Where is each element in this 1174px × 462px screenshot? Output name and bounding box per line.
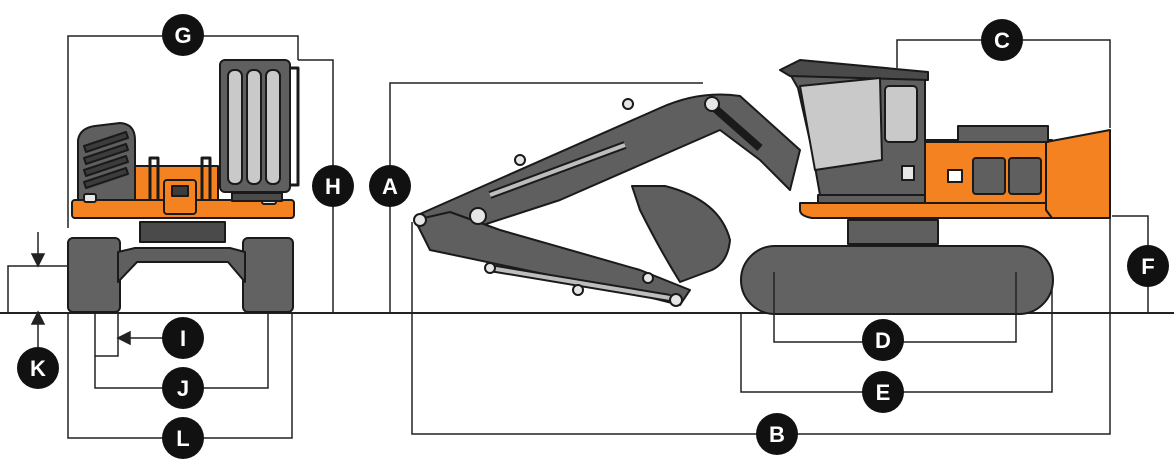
dim-H <box>298 59 334 313</box>
badge-F: F <box>1127 245 1169 287</box>
side-counterweight <box>1045 129 1111 219</box>
badge-I: I <box>162 317 204 359</box>
badge-C: C <box>981 19 1023 61</box>
svg-text:H: H <box>325 174 341 199</box>
side-stick-cylinder <box>707 100 763 152</box>
front-right-track <box>242 237 294 313</box>
svg-text:B: B <box>769 422 785 447</box>
front-undercarriage <box>117 247 246 283</box>
dim-I <box>94 313 119 357</box>
svg-text:G: G <box>174 23 191 48</box>
front-cab-slats <box>83 131 129 189</box>
badge-L: L <box>162 417 204 459</box>
side-grill-top <box>957 125 1049 143</box>
svg-text:J: J <box>177 376 189 401</box>
badge-K: K <box>17 347 59 389</box>
svg-text:K: K <box>30 356 46 381</box>
badge-B: B <box>756 413 798 455</box>
dim-A <box>389 82 703 313</box>
dim-K <box>7 265 68 313</box>
badge-E: E <box>862 371 904 413</box>
svg-text:A: A <box>382 174 398 199</box>
svg-text:I: I <box>180 326 186 351</box>
side-swing-bearing <box>847 219 939 245</box>
svg-text:L: L <box>176 426 189 451</box>
front-swing-bearing <box>139 221 226 243</box>
front-light-left <box>83 193 97 203</box>
svg-text:E: E <box>876 380 891 405</box>
side-engine-panels <box>972 157 1042 195</box>
svg-text:F: F <box>1141 254 1154 279</box>
side-bucket <box>631 185 731 283</box>
side-view-machine <box>413 59 1111 315</box>
side-boom <box>419 93 801 241</box>
badge-G: G <box>162 14 204 56</box>
svg-text:D: D <box>875 328 891 353</box>
svg-text:C: C <box>994 28 1010 53</box>
badge-J: J <box>162 367 204 409</box>
dim-K-arrows <box>30 232 46 348</box>
front-cab-windows <box>227 69 281 185</box>
badge-D: D <box>862 319 904 361</box>
front-cab-handle <box>290 66 300 187</box>
front-left-track <box>67 237 121 313</box>
front-handrails <box>148 156 212 200</box>
side-pins <box>413 96 720 307</box>
front-view-machine <box>67 59 300 313</box>
side-cab-roof <box>779 59 929 81</box>
side-track <box>740 245 1054 315</box>
badge-H: H <box>312 165 354 207</box>
side-deck <box>799 202 1053 219</box>
badge-A: A <box>369 165 411 207</box>
side-cab-windows <box>799 77 918 171</box>
